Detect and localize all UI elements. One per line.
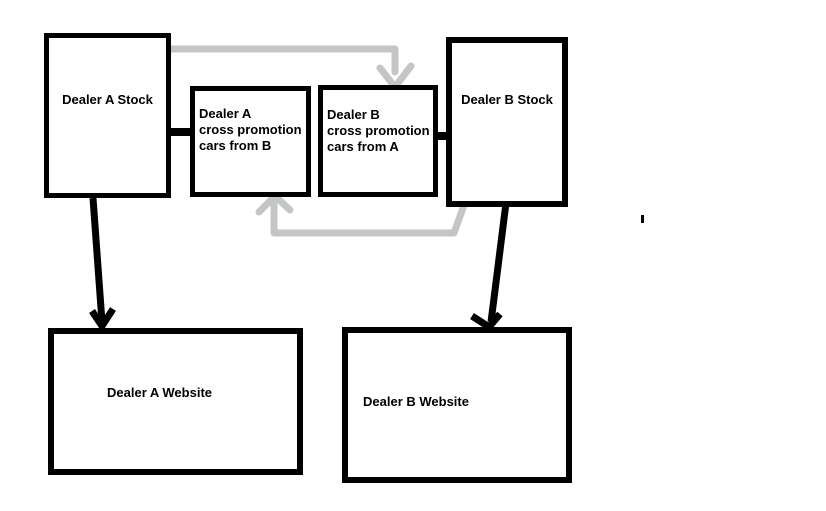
box-dealer-b-stock: Dealer B Stock [446, 37, 568, 207]
gray-arrow-a-stock-to-b-cross-promotion [166, 45, 415, 91]
box-dealer-b-website: Dealer B Website [342, 327, 572, 483]
box-dealer-a-website: Dealer A Website [48, 328, 303, 475]
black-arrow-b-stock-to-b-website [470, 202, 510, 332]
black-arrow-a-stock-to-a-website [89, 197, 116, 333]
box-dealer-b-website-label: Dealer B Website [363, 394, 469, 409]
box-dealer-b-cross-promotion-label: Dealer B cross promotion cars from A [327, 107, 430, 154]
black-arrow-b-stock-to-b-website-arrowhead [470, 311, 503, 332]
gray-arrow-b-stock-to-a-cross-promotion-arrowhead [255, 192, 294, 216]
box-dealer-b-stock-label: Dealer B Stock [461, 92, 553, 107]
box-dealer-b-cross-promotion: Dealer B cross promotion cars from A [318, 85, 438, 197]
box-dealer-a-cross-promotion-label: Dealer A cross promotion cars from B [199, 106, 302, 153]
stray-tick-mark [641, 215, 644, 223]
box-dealer-a-cross-promotion: Dealer A cross promotion cars from B [190, 86, 311, 197]
black-arrow-a-stock-to-a-website-arrowhead [89, 307, 116, 333]
gray-arrow-b-stock-to-a-cross-promotion [255, 192, 467, 237]
box-dealer-a-website-label: Dealer A Website [107, 385, 213, 400]
gray-arrow-a-stock-to-b-cross-promotion-arrowhead [376, 62, 415, 91]
box-dealer-a-stock: Dealer A Stock [44, 33, 171, 198]
box-dealer-a-stock-label: Dealer A Stock [62, 92, 153, 107]
